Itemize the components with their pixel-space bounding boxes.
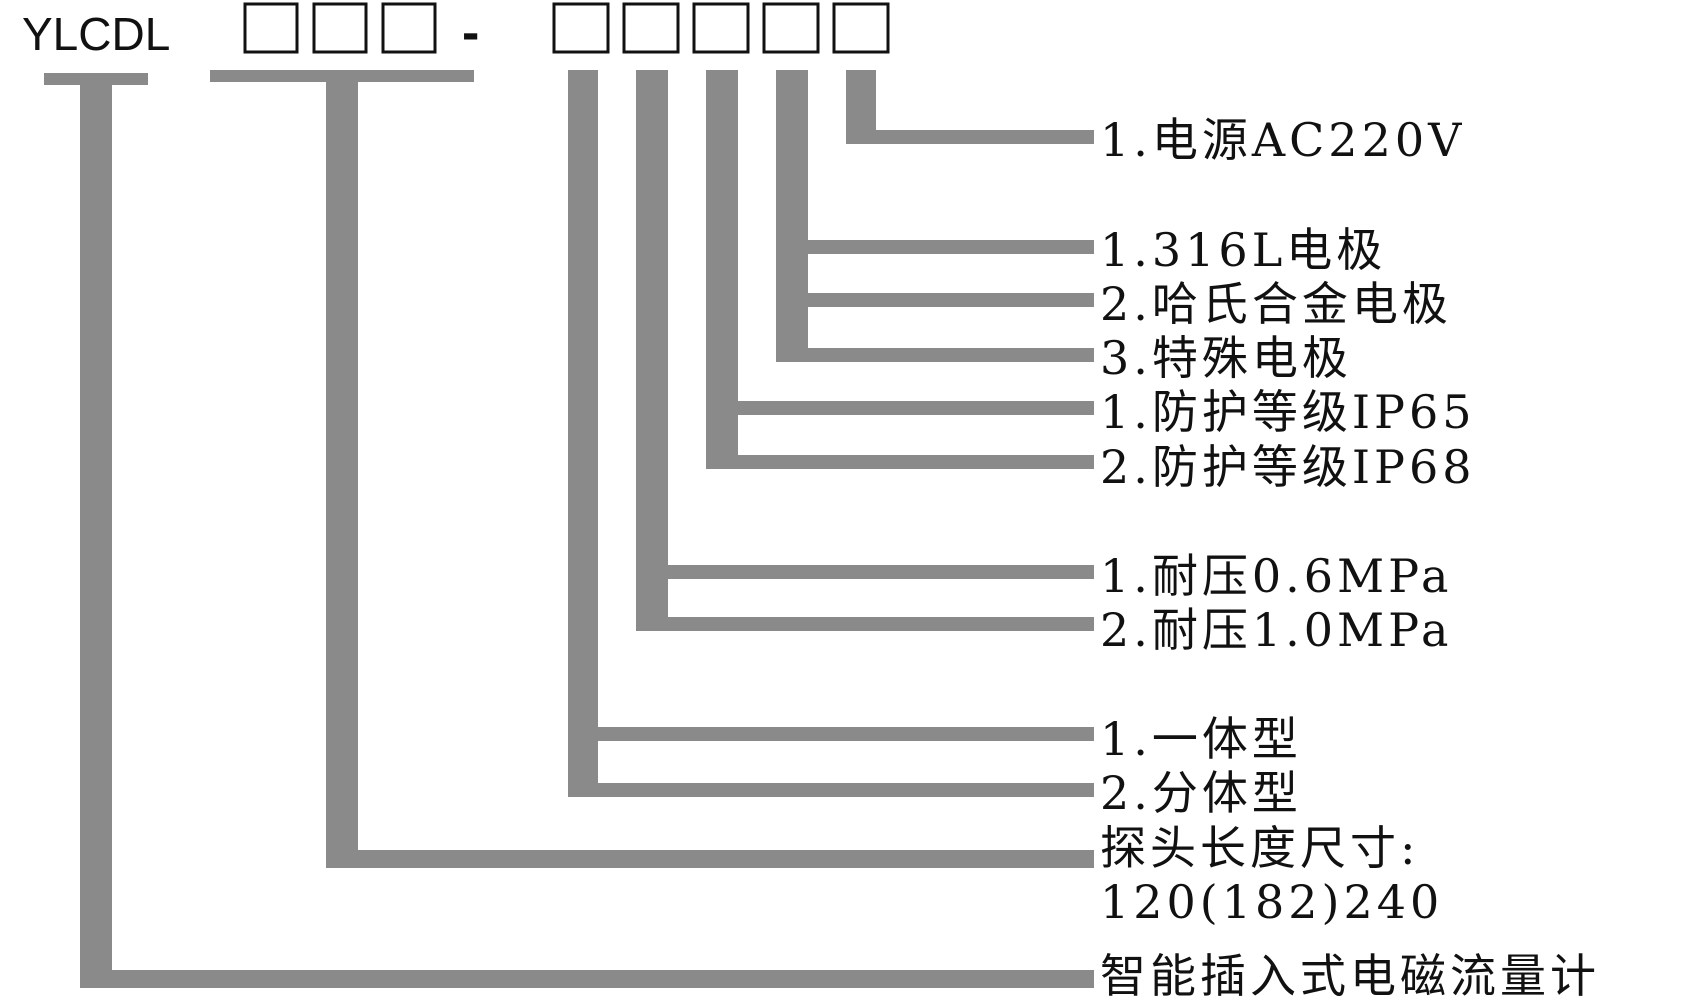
option-electrode-316l: 1.316L电极 (1100, 223, 1386, 277)
options-structure: 1.一体型 2.分体型 (1100, 712, 1302, 820)
options-pressure: 1.耐压0.6MPa 2.耐压1.0MPa (1100, 549, 1452, 657)
product-name: 智能插入式电磁流量计 (1100, 949, 1600, 1001)
connector-electrode (776, 70, 1094, 362)
code-boxes-group-2 (552, 2, 890, 54)
options-power: 1.电源AC220V (1100, 113, 1465, 167)
code-box-1 (243, 2, 299, 54)
option-electrode-hastelloy: 2.哈氏合金电极 (1100, 277, 1452, 331)
options-protection: 1.防护等级IP65 2.防护等级IP68 (1100, 385, 1476, 494)
connector-structure (568, 70, 1094, 797)
code-box-5 (622, 2, 680, 54)
code-box-7 (762, 2, 820, 54)
connector-pressure (636, 70, 1094, 631)
option-protection-ip65: 1.防护等级IP65 (1100, 385, 1476, 439)
options-product: 智能插入式电磁流量计 (1100, 949, 1600, 1001)
code-box-3 (381, 2, 437, 54)
option-protection-ip68: 2.防护等级IP68 (1100, 440, 1476, 494)
code-box-4 (552, 2, 610, 54)
option-structure-split: 2.分体型 (1100, 766, 1302, 820)
model-separator: - (462, 4, 479, 62)
code-box-2 (312, 2, 368, 54)
option-pressure-0-6mpa: 1.耐压0.6MPa (1100, 549, 1452, 603)
probe-length-label: 探头长度尺寸: (1100, 821, 1420, 875)
code-box-8 (832, 2, 890, 54)
option-power-ac220v: 1.电源AC220V (1100, 113, 1465, 167)
connector-probe-length (210, 70, 1094, 868)
options-electrode: 1.316L电极 2.哈氏合金电极 3.特殊电极 (1100, 223, 1452, 385)
connector-protection (706, 70, 1094, 469)
code-box-6 (692, 2, 750, 54)
option-pressure-1-0mpa: 2.耐压1.0MPa (1100, 603, 1452, 657)
connector-product (44, 73, 1094, 988)
option-electrode-special: 3.特殊电极 (1100, 331, 1352, 385)
probe-length-values: 120(182)240 (1100, 875, 1443, 929)
code-boxes-group-1 (243, 2, 437, 54)
options-probe-length: 探头长度尺寸: 120(182)240 (1100, 821, 1443, 929)
model-prefix: YLCDL (22, 8, 170, 60)
option-structure-integrated: 1.一体型 (1100, 712, 1302, 766)
connector-power (846, 70, 1094, 144)
